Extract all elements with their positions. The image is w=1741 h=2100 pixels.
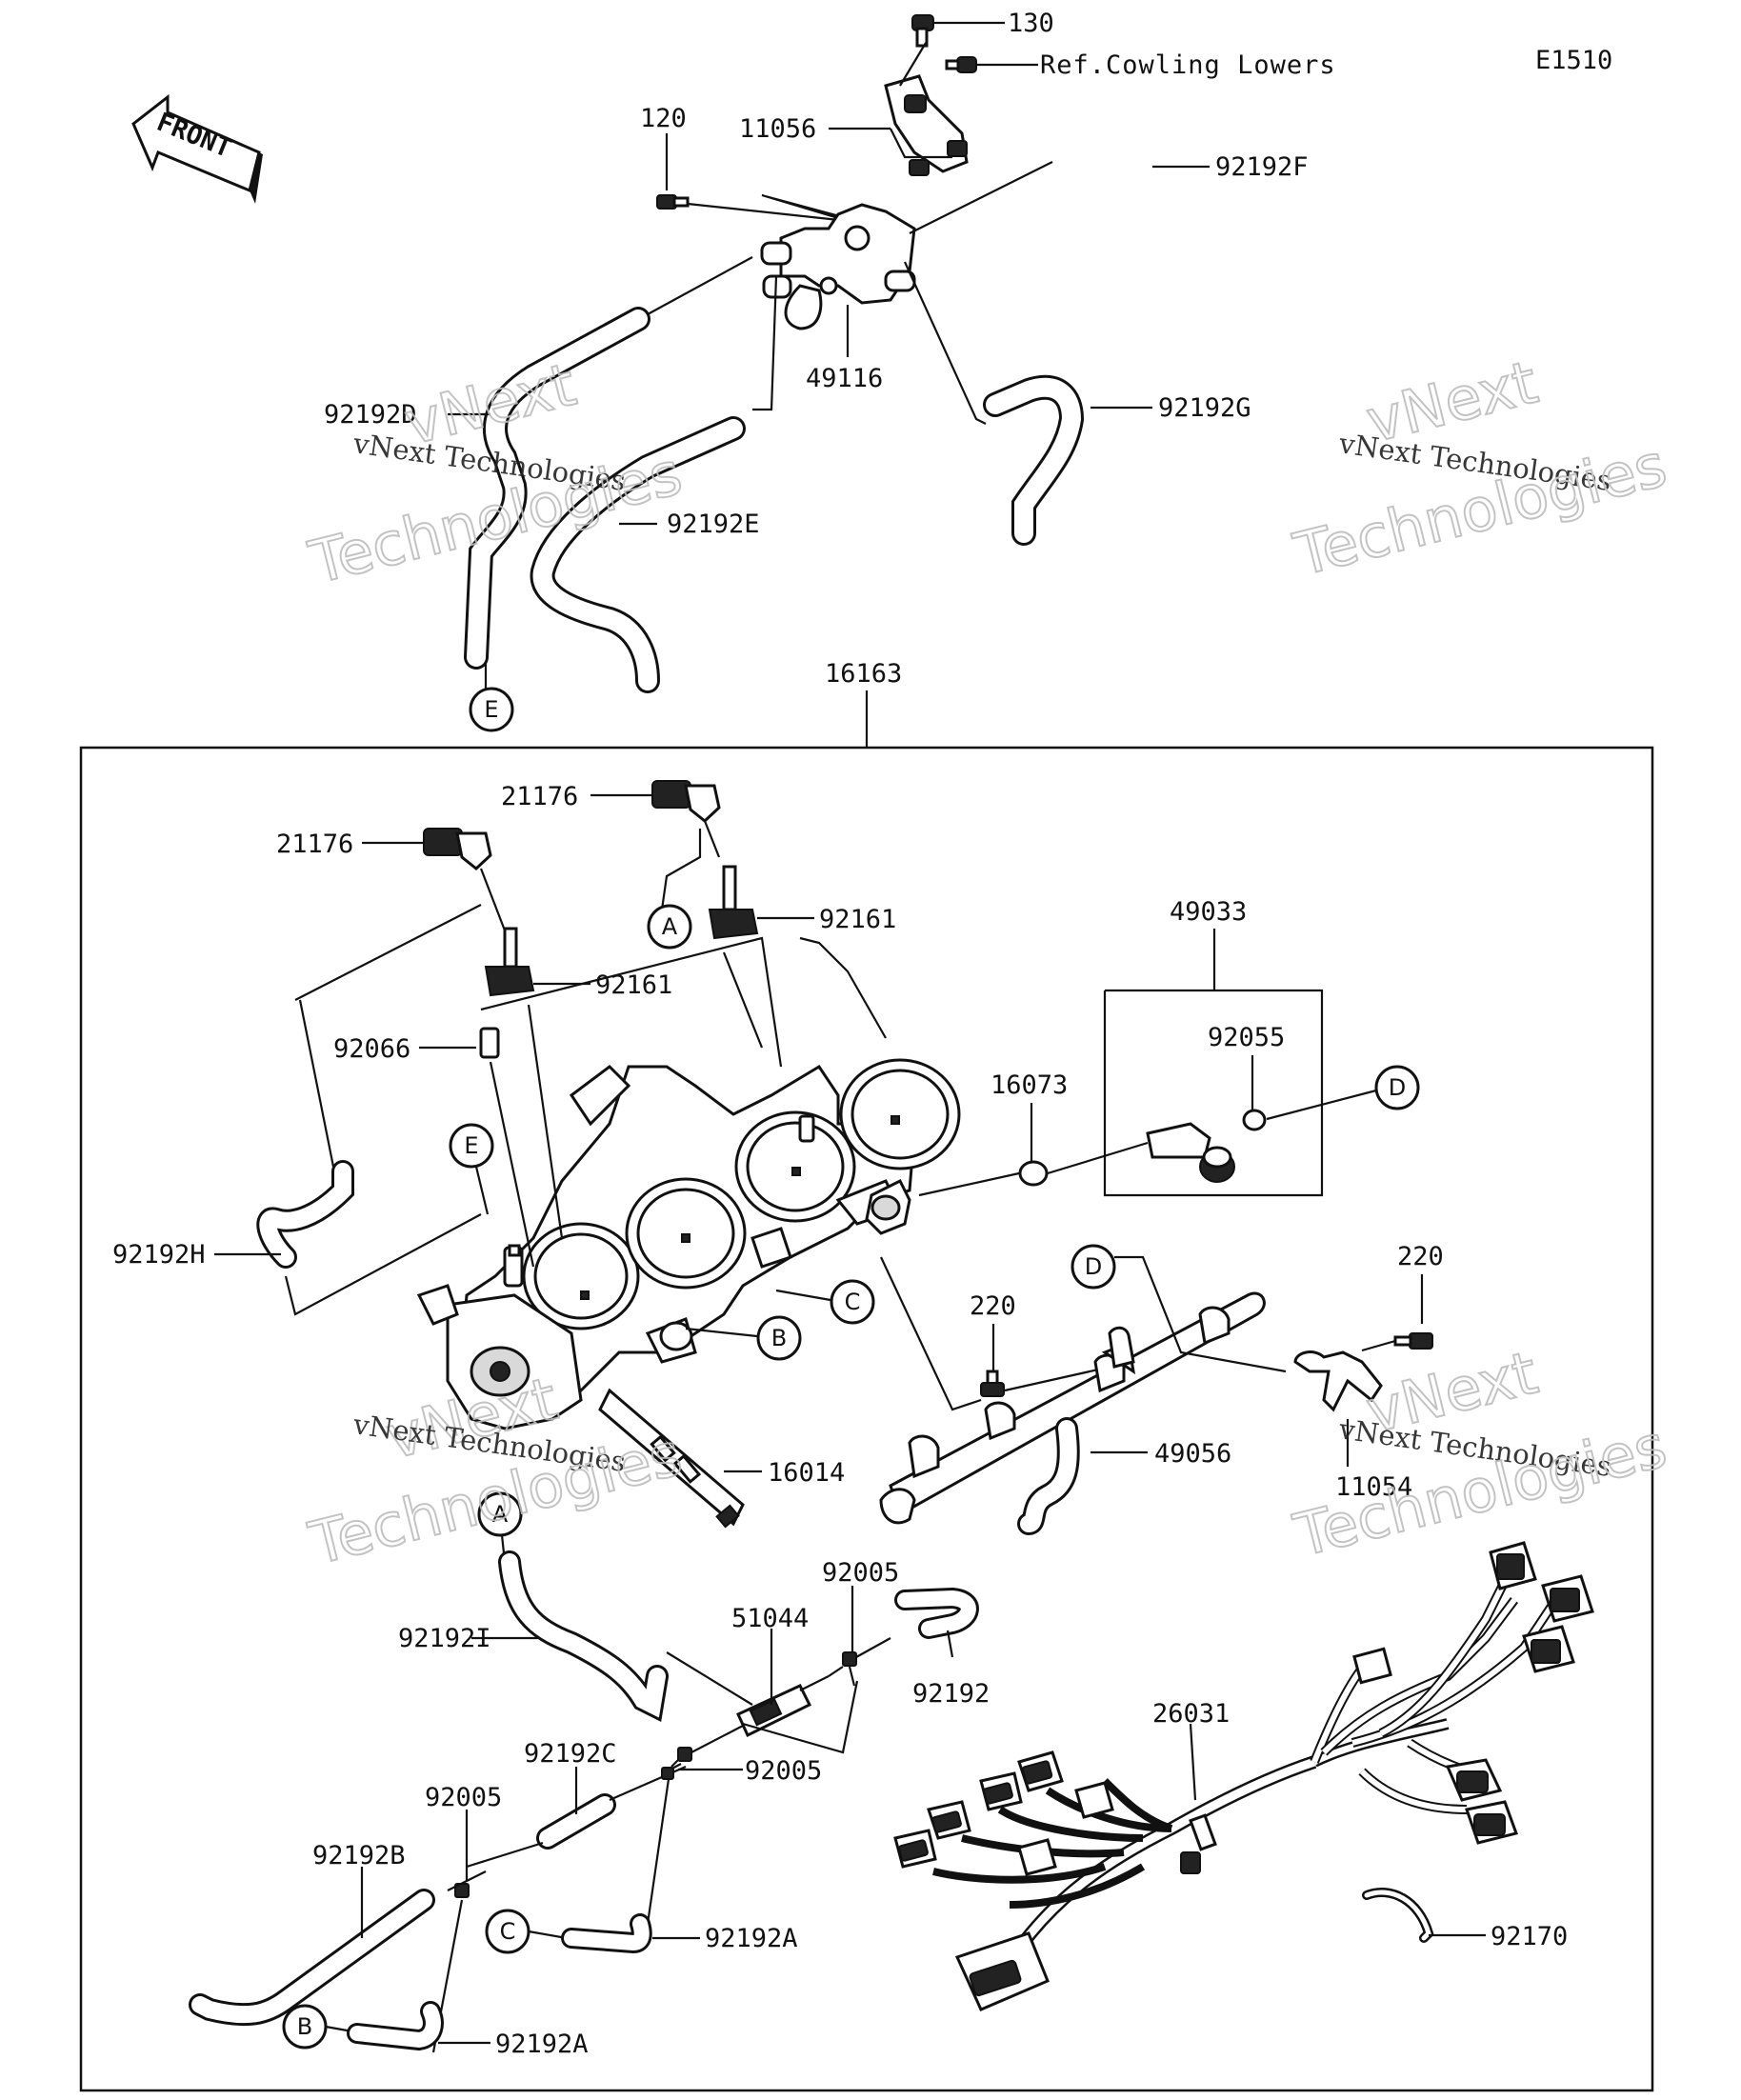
connector-a-upper-label: A [662,913,678,940]
connector-e-top-label: E [484,696,498,723]
connector-e-top [469,687,514,732]
callout-130: 130 [1008,9,1054,38]
callout-49033: 49033 [1170,897,1247,927]
connector-a-lower-label: A [492,1501,509,1528]
seal-16073 [1018,1160,1049,1187]
fitting-92005-mid [661,1725,744,1780]
connector-b-lower-label: B [297,2013,312,2040]
callout-16163: 16163 [825,659,902,689]
callout-16014: 16014 [768,1458,845,1488]
bolt-130 [911,14,934,48]
connector-e-left [449,1123,494,1169]
watermark-top-right: vNext vNext Technologies Technologies [1287,346,1674,590]
pipe-92066 [479,1027,500,1059]
connector-e-left-label: E [464,1132,478,1159]
bolt-ref-cowling [945,56,977,73]
connector-b-upper-label: B [771,1325,787,1351]
injector-49033 [1146,1122,1235,1183]
callout-92055: 92055 [1208,1023,1285,1052]
bolt-220-right [1393,1332,1433,1350]
o-ring-92055 [1242,1109,1267,1131]
callout-21176-left: 21176 [276,830,353,859]
callout-220-right: 220 [1397,1242,1444,1271]
clamp-92170 [1362,1887,1434,1943]
callout-49116: 49116 [806,364,883,393]
wiring-harness-26031 [893,1541,1594,2011]
fuel-rail-49056 [879,1291,1266,1525]
bolt-120 [656,194,690,210]
callout-26031: 26031 [1152,1699,1230,1729]
sensor-21176-top [651,780,721,858]
filter-51044 [736,1675,830,1738]
watermark-bottom-left: vNext vNext Technologies Technologies [302,1363,690,1580]
callout-51044: 51044 [731,1604,809,1633]
bracket-11054 [1293,1350,1383,1412]
cap-92161-right [708,865,759,940]
callout-120: 120 [640,104,687,133]
valve-49116 [760,203,916,330]
callout-92192A-right: 92192A [705,1924,798,1953]
callout-92192H: 92192H [112,1240,206,1270]
callout-92192F: 92192F [1215,152,1309,182]
callout-92066: 92066 [333,1034,410,1064]
callout-92192C: 92192C [524,1739,617,1769]
callout-92005-top: 92005 [822,1558,899,1588]
connector-d-lower [1071,1244,1116,1290]
callout-92192E: 92192E [667,510,760,539]
callout-16073: 16073 [991,1070,1068,1100]
watermark-top-left: vNext vNext Technologies Technologies [302,349,690,599]
callout-220-left: 220 [970,1291,1016,1321]
front-arrow-icon: FRONT [131,93,263,204]
connector-a-lower [477,1491,523,1537]
callout-92192G: 92192G [1158,393,1251,423]
throttle-body-assembly [416,1058,961,1529]
connector-b-upper [756,1315,802,1361]
cap-92161-left [484,927,535,997]
callout-92192A-bottom: 92192A [495,2030,589,2059]
callout-92192B: 92192B [312,1841,406,1870]
callout-92192: 92192 [912,1679,990,1709]
callout-ref-cowling: Ref.Cowling Lowers [1040,50,1336,80]
connector-c-lower-label: C [500,1918,516,1945]
callout-92192D: 92192D [324,400,417,430]
assembly-16163-frame [79,746,1654,2092]
bracket-11056 [884,74,969,176]
callout-92005-mid: 92005 [745,1756,822,1786]
callout-92161-left: 92161 [595,970,672,1000]
connector-a-upper [647,904,692,950]
callout-11056: 11056 [739,114,816,144]
fitting-92005-top [828,1637,891,1687]
bolt-220-left [980,1370,1005,1397]
connector-d-upper [1374,1065,1420,1110]
callout-49056: 49056 [1154,1439,1231,1469]
callout-11054: 11054 [1335,1472,1412,1502]
callout-92192I: 92192I [398,1624,491,1653]
connector-c-upper-label: C [845,1289,861,1315]
connector-d-upper-label: D [1389,1074,1406,1101]
sensor-21176-left [423,828,511,944]
callout-92161-right: 92161 [819,905,896,934]
diagram-code: E1510 [1535,46,1612,75]
connector-c-upper [830,1279,875,1325]
connector-d-lower-label: D [1085,1253,1102,1280]
callout-21176-top: 21176 [501,782,578,811]
callout-92005-left: 92005 [425,1783,502,1812]
callout-92170: 92170 [1491,1922,1568,1951]
